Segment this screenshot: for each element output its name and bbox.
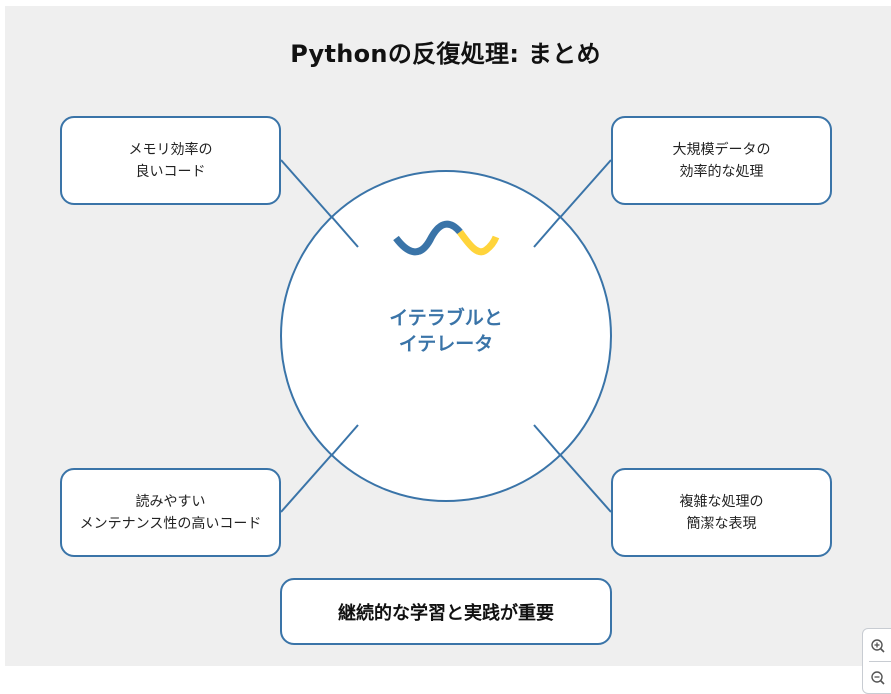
- box-text-line: 読みやすい: [135, 493, 206, 510]
- box-text-line: 良いコード: [135, 163, 206, 180]
- connector-bottom-left-inner: [330, 424, 359, 457]
- wave-icon: [393, 220, 500, 256]
- box-readable-code: 読みやすい メンテナンス性の高いコード: [60, 468, 281, 557]
- box-memory-efficient: メモリ効率の 良いコード: [60, 116, 281, 205]
- zoom-out-icon: [871, 671, 885, 685]
- connector-top-left-inner: [330, 215, 359, 248]
- box-text-line: 効率的な処理: [679, 163, 764, 180]
- zoom-out-button[interactable]: [863, 663, 891, 693]
- summary-text: 継続的な学習と実践が重要: [338, 602, 554, 624]
- center-label-line: イテレータ: [398, 333, 494, 355]
- diagram-title: Pythonの反復処理: まとめ: [290, 40, 601, 68]
- connector-bottom-right-inner: [533, 424, 562, 457]
- center-label: イテラブルと イテレータ: [346, 305, 546, 357]
- box-text-line: メモリ効率の: [128, 141, 213, 158]
- box-text-line: メンテナンス性の高いコード: [79, 515, 262, 532]
- zoom-controls: [862, 628, 891, 694]
- zoom-in-icon: [871, 639, 885, 653]
- connector-top-right-inner: [533, 215, 562, 248]
- box-text-line: 複雑な処理の: [679, 493, 764, 510]
- zoom-in-button[interactable]: [863, 631, 891, 661]
- box-text-line: 簡潔な表現: [686, 515, 757, 532]
- center-label-line: イテラブルと: [389, 307, 503, 329]
- box-text-line: 大規模データの: [672, 141, 771, 158]
- zoom-separator: [869, 661, 891, 662]
- summary-box: 継続的な学習と実践が重要: [280, 578, 612, 645]
- box-concise-expression: 複雑な処理の 簡潔な表現: [611, 468, 832, 557]
- center-circle: [280, 170, 612, 502]
- box-large-data: 大規模データの 効率的な処理: [611, 116, 832, 205]
